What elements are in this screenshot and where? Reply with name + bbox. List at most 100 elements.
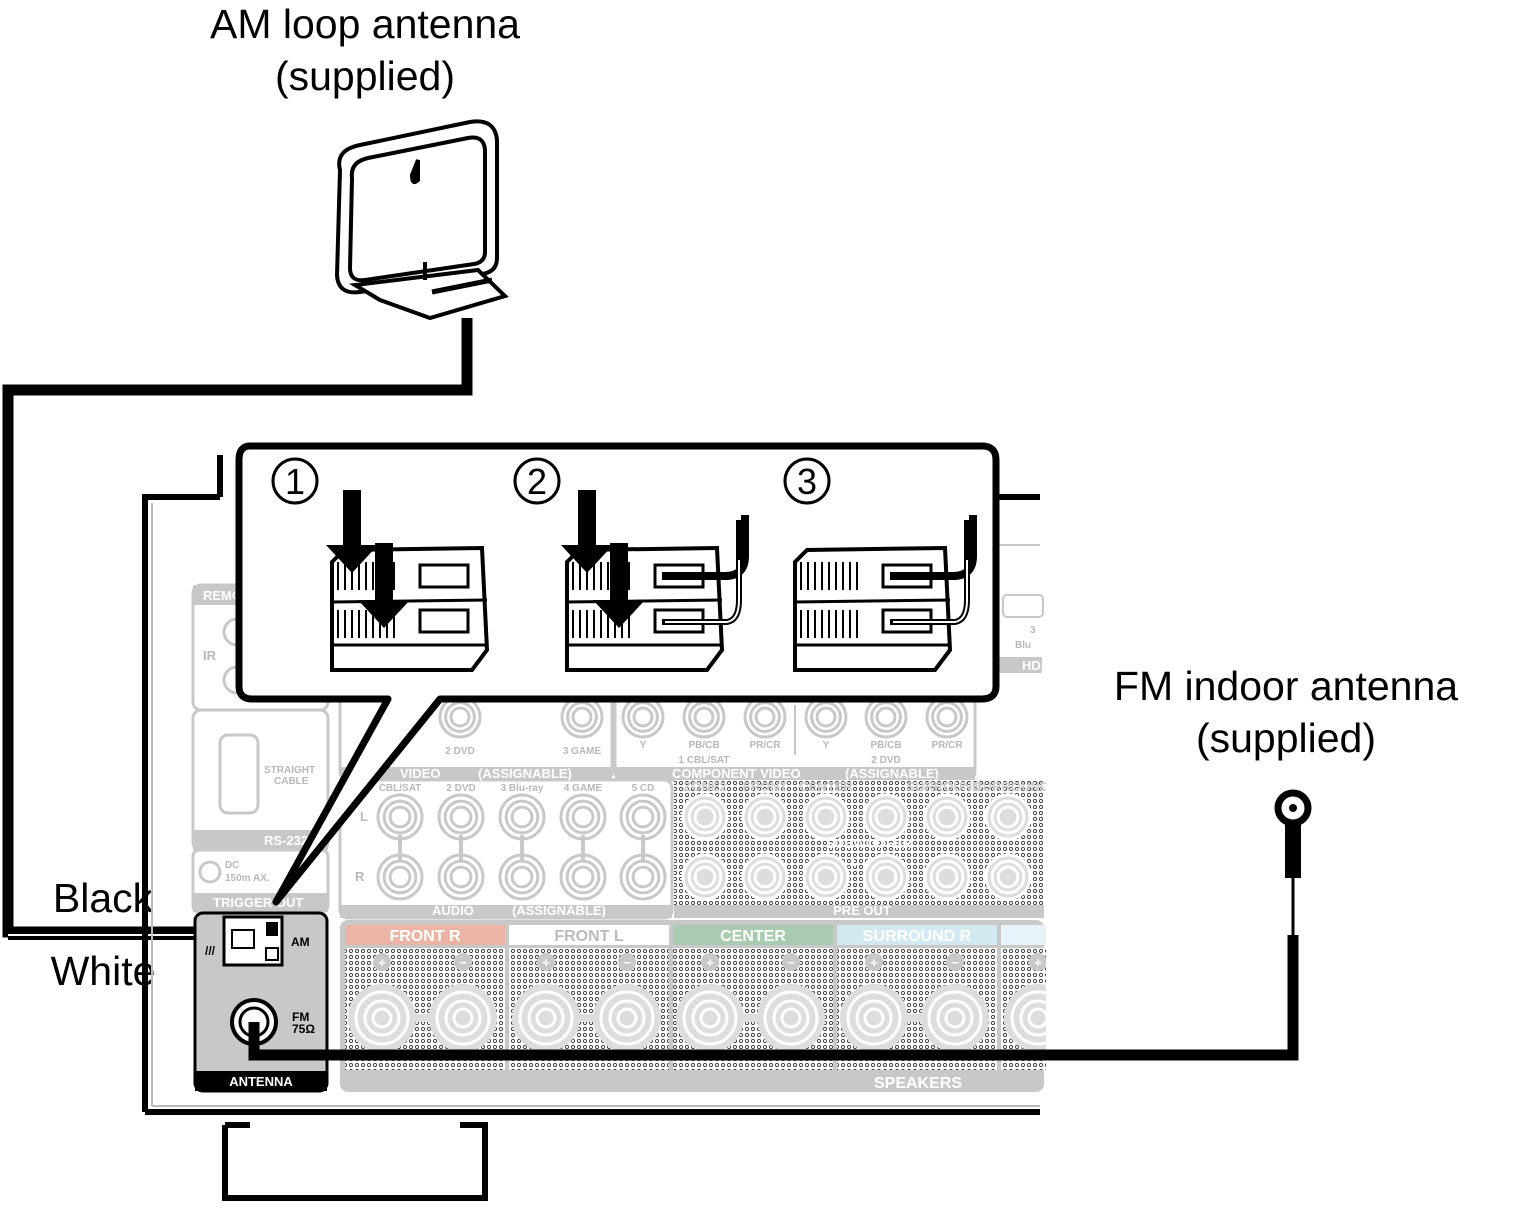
speaker-terminal-group: CENTER+−: [673, 925, 833, 1070]
component-group-cbl-sat: 1 CBL/SAT: [679, 755, 730, 766]
audio-jack-r[interactable]: [437, 853, 485, 901]
minus-sign: −: [1115, 955, 1123, 970]
speaker-channel-label: FRONT R: [389, 928, 461, 945]
pre-out-jack[interactable]: [923, 793, 971, 841]
audio-jack-l[interactable]: [559, 793, 607, 841]
press-down-arrow-icon: [593, 543, 645, 628]
pre-out-channel-label: SURROUND BAC: [974, 779, 1082, 794]
component-jack-label: Y: [823, 740, 830, 751]
speaker-binding-post[interactable]: [348, 984, 416, 1052]
am-label: AM: [291, 935, 310, 949]
hdmi-blu-label: Blu: [1015, 640, 1031, 651]
pre-out-jack[interactable]: [923, 853, 971, 901]
audio-jack-l[interactable]: [498, 793, 546, 841]
speaker-channel-label: FRONT L: [554, 928, 624, 945]
fm-impedance-label: 75Ω: [292, 1022, 315, 1036]
component-jack-label: PB/CB: [688, 740, 719, 751]
audio-jack-r[interactable]: [498, 853, 546, 901]
straight-label: STRAIGHT: [264, 765, 315, 776]
trigger-jack[interactable]: [198, 860, 222, 884]
am-terminal-step-illustration: [326, 490, 490, 672]
component-jack-label: Y: [640, 740, 647, 751]
component-jack-label: PB/CB: [870, 740, 901, 751]
pre-out-jack[interactable]: [741, 793, 789, 841]
ir-label: IR: [203, 648, 217, 663]
speaker-channel-label: CENTER: [720, 928, 786, 945]
pre-out-section: [674, 780, 1044, 905]
audio-jack-r[interactable]: [619, 853, 667, 901]
step-number: 3: [797, 461, 817, 502]
speaker-channel-label: S: [1076, 928, 1087, 945]
audio-label: AUDIO: [432, 903, 474, 918]
speaker-binding-post[interactable]: [593, 984, 661, 1052]
pre-out-jack[interactable]: [741, 853, 789, 901]
cable-label: CABLE: [274, 776, 309, 787]
speaker-binding-post[interactable]: [1004, 984, 1072, 1052]
audio-r-label: R: [355, 869, 365, 884]
pre-out-jack[interactable]: [984, 793, 1032, 841]
audio-jack-l[interactable]: [437, 793, 485, 841]
am-antenna-title: AM loop antenna: [210, 1, 520, 47]
audio-l-label: L: [360, 809, 368, 824]
rs232-label: RS-232: [264, 833, 308, 848]
pre-out-jack[interactable]: [984, 853, 1032, 901]
plus-sign: +: [1034, 955, 1042, 970]
pre-out-jack[interactable]: [802, 853, 850, 901]
pre-out-jack[interactable]: [802, 793, 850, 841]
subwoofer-label: SUBWOOFER: [826, 836, 913, 851]
dc-label: DC: [225, 860, 239, 871]
fm-antenna-title: FM indoor antenna: [1114, 663, 1458, 709]
speaker-binding-post[interactable]: [676, 984, 744, 1052]
rs232-port-icon: [218, 733, 260, 815]
step-number-icon: [271, 457, 319, 505]
ground-icon: ///: [205, 944, 216, 958]
plus-icon: [1029, 953, 1046, 971]
fm-antenna-cable: [248, 935, 1299, 1061]
audio-jack-l[interactable]: [376, 793, 424, 841]
white-wire-label: White: [51, 948, 156, 994]
press-down-arrow-icon: [561, 490, 613, 573]
minus-icon: [1110, 953, 1128, 971]
am-antenna-subtitle: (supplied): [275, 53, 455, 99]
audio-input-label: CBL/SAT: [379, 783, 422, 794]
dc-rating-label: 150m AX.: [225, 873, 270, 884]
speaker-binding-post[interactable]: [757, 984, 825, 1052]
pre-out-jack[interactable]: [681, 853, 729, 901]
speaker-binding-post[interactable]: [921, 984, 989, 1052]
component-group-dvd: 2 DVD: [871, 755, 900, 766]
audio-assignable-label: (ASSIGNABLE): [512, 903, 606, 918]
am-loop-antenna-icon: [334, 119, 509, 321]
audio-jack-r[interactable]: [376, 853, 424, 901]
plus-icon: [701, 953, 719, 971]
component-video-label: COMPONENT VIDEO: [672, 766, 801, 781]
speakers-label: SPEAKERS: [874, 1075, 962, 1092]
minus-icon: [782, 953, 800, 971]
plus-icon: [373, 953, 391, 971]
black-wire-label: Black: [53, 875, 154, 921]
am-terminal[interactable]: [222, 915, 284, 967]
audio-jack-l[interactable]: [619, 793, 667, 841]
speaker-binding-post[interactable]: [1085, 984, 1153, 1052]
minus-icon: [946, 953, 964, 971]
minus-sign: −: [787, 955, 795, 970]
remote-label: REMO: [203, 588, 242, 603]
minus-icon: [454, 953, 472, 971]
audio-input-label: 5 CD: [632, 783, 655, 794]
trigger-out-label: TRIGGER OUT: [213, 895, 303, 910]
speaker-binding-post[interactable]: [429, 984, 497, 1052]
speaker-binding-post[interactable]: [840, 984, 908, 1052]
pre-out-channel-label: FRONT: [743, 779, 788, 794]
plus-sign: +: [542, 955, 550, 970]
am-terminal-step-illustration: [561, 490, 749, 672]
speaker-binding-post[interactable]: [512, 984, 580, 1052]
audio-jack-r[interactable]: [559, 853, 607, 901]
component-assignable-label: (ASSIGNABLE): [845, 766, 939, 781]
video-jack[interactable]: [560, 695, 604, 739]
video-input-2-dvd: 2 DVD: [445, 746, 474, 757]
minus-icon: [618, 953, 636, 971]
pre-out-jack[interactable]: [862, 853, 910, 901]
pre-out-jack[interactable]: [681, 793, 729, 841]
receiver-rear-panel: REMO IR STRAIGHT CABLE RS-232 DC 150m AX…: [142, 455, 1153, 1201]
fm-label: FM: [292, 1010, 309, 1024]
pre-out-jack[interactable]: [862, 793, 910, 841]
